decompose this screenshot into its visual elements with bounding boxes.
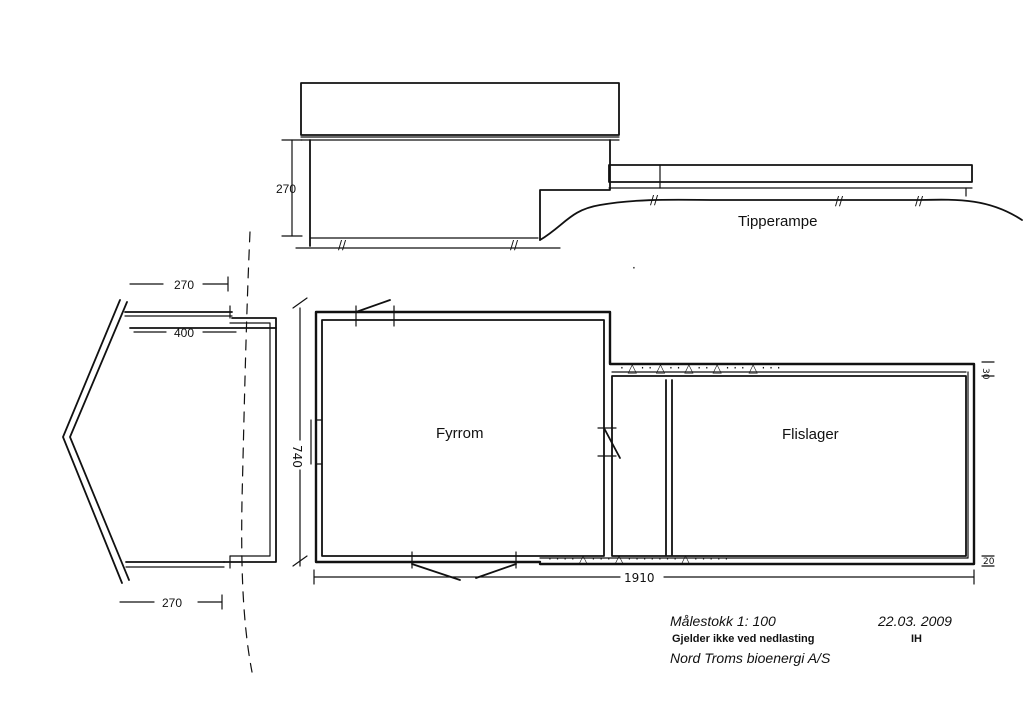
concrete-mark-2: · · · · △ · · · △ · · · · · · · △ · · · … bbox=[548, 552, 728, 566]
left-roof-inner bbox=[69, 301, 130, 581]
dim-height-tick-top bbox=[292, 297, 308, 309]
concrete-mark-1: · △ · · △ · · △ · · △ · · · △ · · · bbox=[620, 361, 781, 375]
date-label: 22.03. 2009 bbox=[878, 613, 952, 629]
dim-wall-bottom-label: 20 bbox=[983, 557, 995, 567]
tipperampe-deck bbox=[608, 164, 973, 183]
bottom-door-right bbox=[475, 563, 517, 579]
dim-left-top-label: 270 bbox=[174, 278, 194, 292]
dim-height-tick-bottom bbox=[292, 555, 308, 567]
dim-wall-top-label: 30 bbox=[980, 368, 990, 380]
company-label: Nord Troms bioenergi A/S bbox=[670, 650, 831, 666]
ground-hatch-1: // bbox=[338, 238, 347, 252]
scale-label: Målestokk 1: 100 bbox=[670, 613, 776, 629]
dim-length-label: 1910 bbox=[624, 571, 655, 585]
dim-left-inner-label: 400 bbox=[174, 326, 194, 340]
fyrrom-label: Fyrrom bbox=[436, 425, 484, 442]
terrain-hatch-1: // bbox=[650, 193, 659, 207]
terrain-hatch-2: // bbox=[835, 194, 844, 208]
left-roof-outer bbox=[62, 299, 123, 584]
terrain-hatch-3: // bbox=[915, 194, 924, 208]
speck-mark: · bbox=[632, 261, 636, 275]
initials-label: IH bbox=[911, 633, 922, 645]
ground-hatch-2: // bbox=[510, 238, 519, 252]
fyrrom-inner-wall bbox=[321, 319, 605, 557]
left-section-view: 270 400 270 bbox=[62, 276, 277, 610]
tipperampe-label: Tipperampe bbox=[738, 213, 817, 230]
fyrrom-outer-wall bbox=[314, 310, 612, 564]
dim-height-label: 740 bbox=[290, 445, 304, 468]
flislager-inner-wall bbox=[611, 375, 967, 557]
flislager-label: Flislager bbox=[782, 426, 839, 443]
left-end-wall-inner bbox=[229, 322, 271, 557]
elevation-view: // // // // // 270 Tipperampe bbox=[276, 82, 1023, 252]
inner-door bbox=[603, 427, 621, 459]
plan-view: · △ · · △ · · △ · · △ · · · △ · · · · · … bbox=[290, 297, 995, 585]
disclaimer-label: Gjelder ikke ved nedlasting bbox=[672, 633, 815, 645]
flislager-outer-wall bbox=[538, 360, 976, 566]
elevation-wall-right bbox=[539, 139, 611, 241]
top-door bbox=[355, 299, 391, 313]
dim-left-bottom-label: 270 bbox=[162, 596, 182, 610]
left-end-wall bbox=[223, 317, 277, 563]
terrain-line bbox=[539, 198, 1023, 241]
elevation-roof bbox=[300, 82, 620, 136]
cut-line bbox=[241, 231, 253, 673]
elevation-height-label: 270 bbox=[276, 182, 296, 196]
